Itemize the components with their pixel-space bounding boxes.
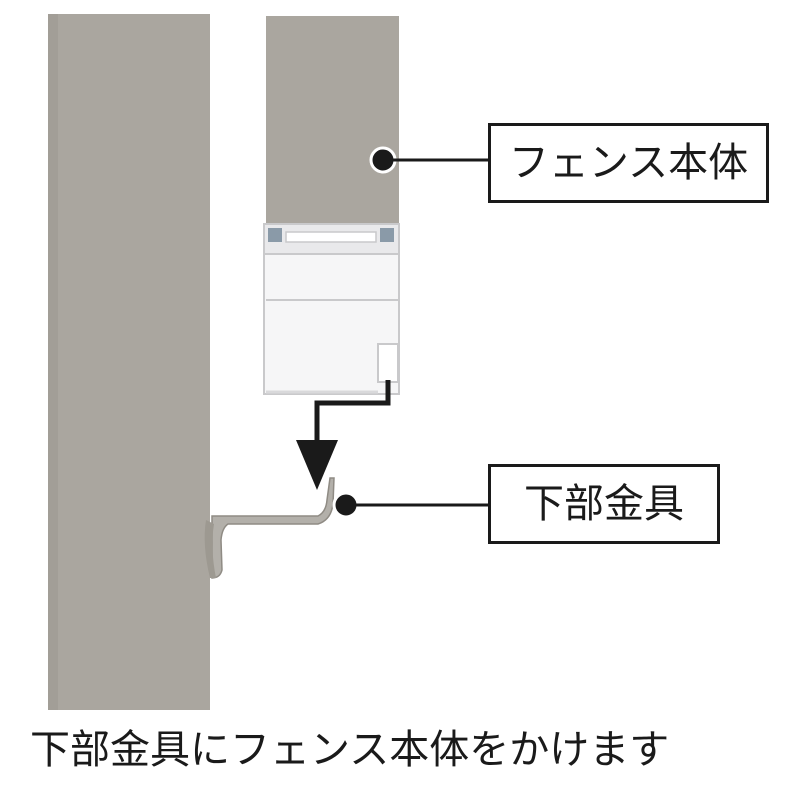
fence-body-label: フェンス本体 [488,123,769,203]
caption-text: 下部金具にフェンス本体をかけます [30,727,670,773]
fence-body-panel [266,16,399,223]
fence-body-dot [369,146,397,174]
fence-frame-profile [263,223,400,395]
left-post-shade [48,14,58,710]
left-post [48,14,210,710]
lower-bracket-label: 下部金具 [488,464,720,544]
direction-arrow-line [314,380,391,445]
lower-bracket-hook [204,520,216,578]
direction-arrow-head [296,440,338,490]
lower-bracket-shape [211,477,335,579]
